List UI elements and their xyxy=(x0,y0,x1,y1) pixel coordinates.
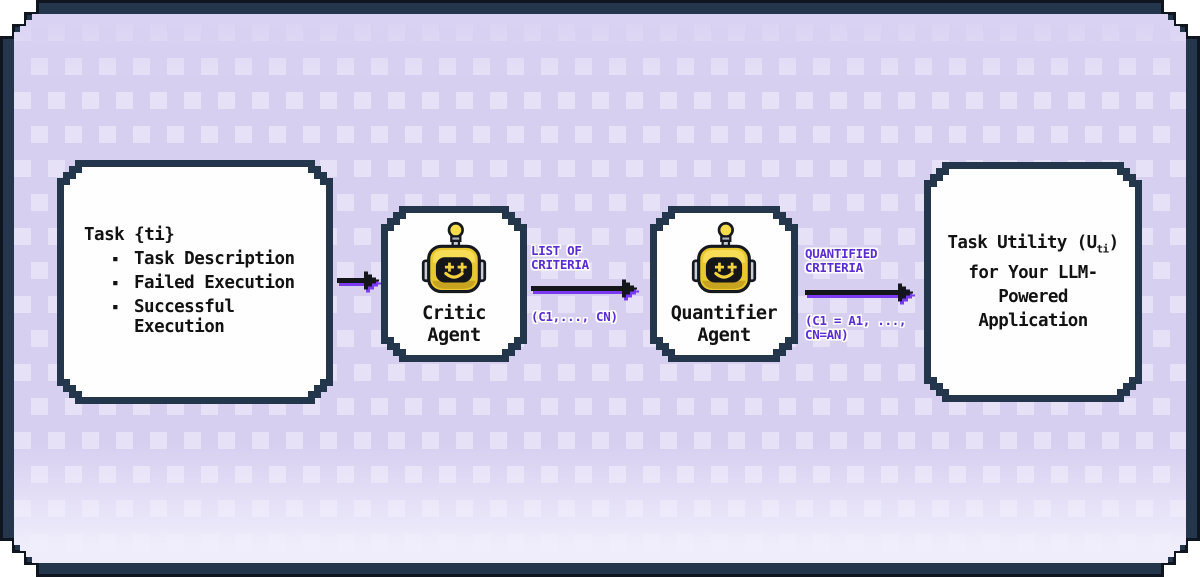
list-of-criteria-label: LIST OF CRITERIA xyxy=(531,243,589,272)
arrow-quantifier-to-output xyxy=(805,283,915,305)
task-utility-box-panel xyxy=(931,169,1135,395)
bullet-item: ▪ Task Description xyxy=(84,249,326,269)
bullet-item: ▪ Failed Execution xyxy=(84,273,326,293)
task-bullet-list: ▪ Task Description ▪ Failed Execution ▪ … xyxy=(84,249,326,337)
criteria-variables-label: (C1,..., CN) xyxy=(531,309,618,324)
critic-agent-box: Critic Agent xyxy=(381,206,527,362)
arrow-critic-to-quantifier xyxy=(531,279,639,301)
task-input-box-panel xyxy=(64,167,326,397)
criteria-arrow-group: LIST OF CRITERIA (C1,..., CN) xyxy=(531,244,643,324)
arrow-task-to-critic xyxy=(337,271,381,293)
quantifier-agent-box: Quantifier Agent xyxy=(650,206,798,362)
task-box-title: Task {ti} xyxy=(84,225,175,245)
task-utility-title: Task Utility (Uti) xyxy=(947,232,1119,256)
bullet-dot: ▪ xyxy=(112,252,119,265)
critic-agent-label: Critic Agent xyxy=(422,303,486,346)
task-utility-text: Task Utility (Uti) for Your LLM- Powered… xyxy=(947,231,1118,334)
task-utility-box-content: Task Utility (Uti) for Your LLM- Powered… xyxy=(931,169,1135,395)
robot-icon xyxy=(421,221,487,297)
task-input-box-content: Task {ti} ▪ Task Description ▪ Failed Ex… xyxy=(64,167,326,397)
quantifier-agent-label: Quantifier Agent xyxy=(670,303,778,346)
task-input-box: Task {ti} ▪ Task Description ▪ Failed Ex… xyxy=(57,160,333,404)
bullet-label: Failed Execution xyxy=(134,273,295,293)
task-utility-box: Task Utility (Uti) for Your LLM- Powered… xyxy=(924,162,1142,402)
bullet-label: Task Description xyxy=(134,249,295,269)
robot-icon xyxy=(691,221,757,297)
quantified-criteria-label: QUANTIFIED CRITERIA xyxy=(805,246,878,275)
bullet-dot: ▪ xyxy=(112,276,119,289)
bullet-item: ▪ Successful Execution xyxy=(84,297,326,337)
critic-agent-box-content: Critic Agent xyxy=(388,213,520,355)
quantified-arrow-group: QUANTIFIED CRITERIA (C1 = A1, ..., xyxy=(805,247,921,341)
bullet-label: Successful Execution xyxy=(134,297,235,337)
task-utility-subtitle: for Your LLM- Powered Application xyxy=(968,263,1098,332)
task-utility-subscript: ti xyxy=(1096,242,1109,256)
quantifier-agent-box-content: Quantifier Agent xyxy=(657,213,791,355)
quantified-variables-label: (C1 = A1, ..., CN=AN) xyxy=(805,313,907,342)
bullet-dot: ▪ xyxy=(112,300,119,313)
